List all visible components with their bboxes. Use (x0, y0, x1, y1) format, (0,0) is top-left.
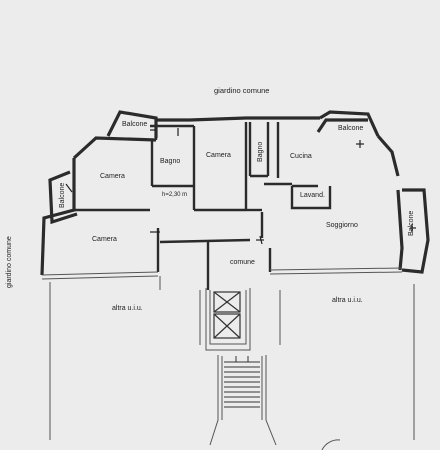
label-lavand: Lavand. (300, 192, 325, 199)
label-height-note: h=2,30 m (162, 192, 188, 198)
label-balcone-top-left: Balcone (122, 121, 148, 128)
label-balcone-left: Balcone (59, 182, 66, 208)
label-cucina: Cucina (290, 153, 312, 160)
door-marks (65, 128, 416, 245)
outer-walls (40, 110, 430, 276)
label-camera-1: Camera (100, 173, 125, 180)
label-bagno-2: Bagno (257, 141, 264, 162)
label-camera-2: Camera (206, 152, 231, 159)
label-balcone-right: Balcone (408, 210, 415, 236)
thin-walls (41, 267, 415, 450)
label-balcone-top-right: Balcone (338, 125, 364, 132)
label-camera-3: Camera (92, 236, 117, 243)
label-bagno-1: Bagno (160, 158, 181, 165)
stair-treads (224, 356, 260, 408)
label-altra-left: altra u.i.u. (112, 305, 143, 312)
interior-walls (74, 120, 332, 290)
lift-shafts (213, 291, 241, 339)
label-soggiorno: Soggiorno (326, 222, 358, 229)
label-altra-right: altra u.i.u. (332, 297, 363, 304)
label-comune: comune (230, 259, 255, 266)
label-garden-left: giardino comune (6, 236, 13, 288)
label-garden-top: giardino comune (214, 86, 270, 95)
